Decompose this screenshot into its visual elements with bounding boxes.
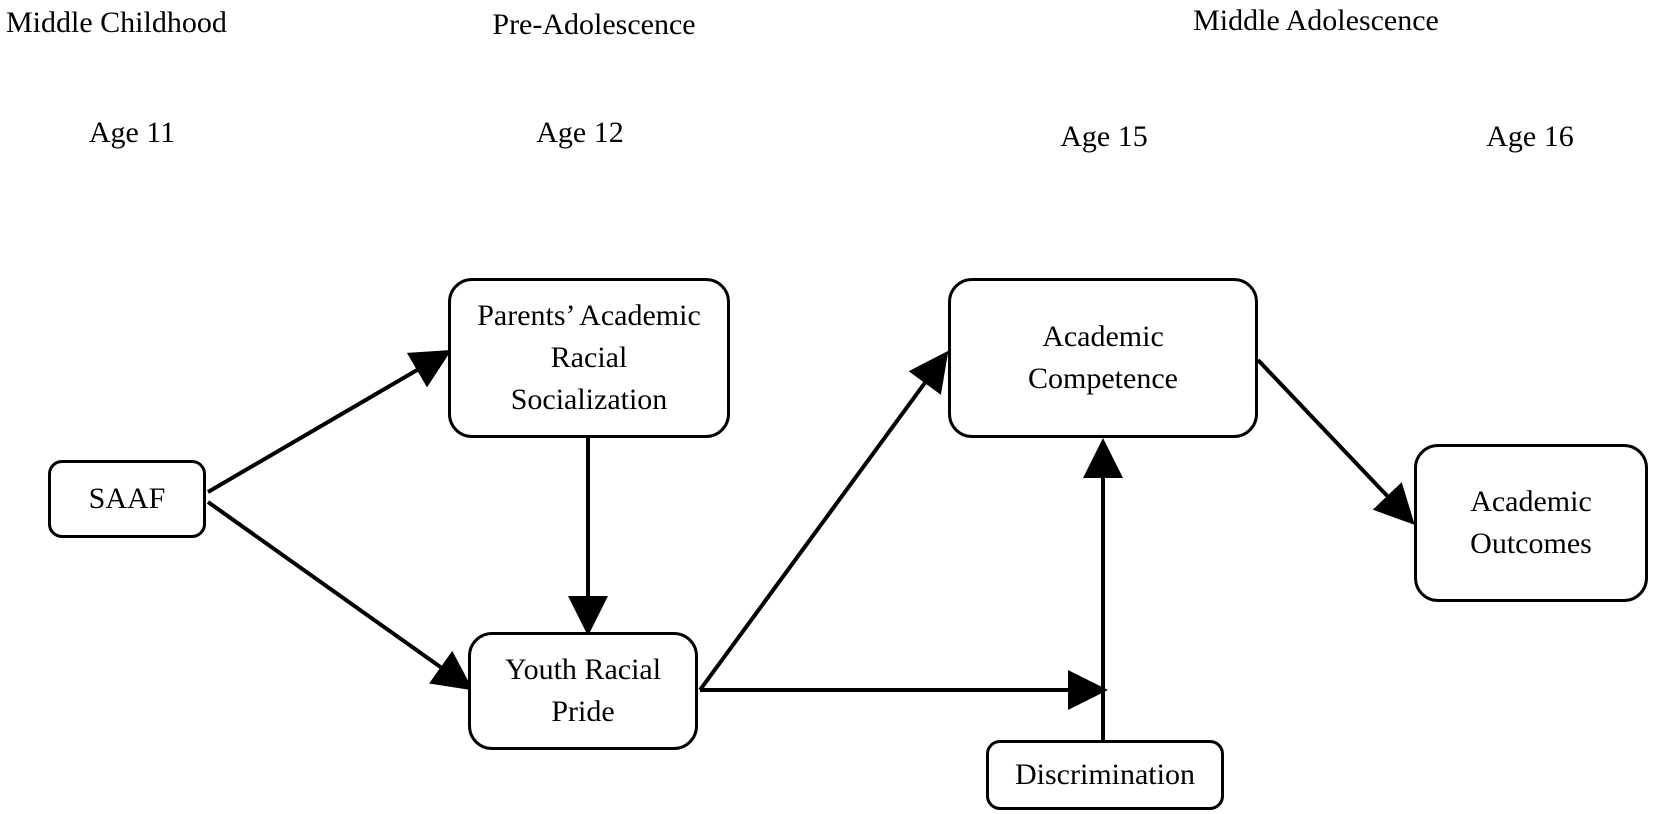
stage-middle-adolescence: Middle Adolescence	[1193, 4, 1439, 37]
age-16-label: Age 16	[1486, 120, 1574, 153]
node-competence-line-1: Academic	[1042, 320, 1164, 353]
age-11-label: Age 11	[88, 116, 176, 149]
stage-middle-childhood: Middle Childhood	[6, 6, 227, 39]
arrow-youth-to-competence	[698, 350, 949, 692]
node-academic-outcomes: Academic Outcomes	[1414, 444, 1648, 602]
node-parents-line-2: Racial	[550, 341, 628, 374]
node-parents-line-3: Socialization	[510, 383, 668, 416]
node-competence-line-2: Competence	[1028, 362, 1178, 395]
node-discrimination-line-1: Discrimination	[1015, 758, 1195, 791]
node-discrimination: Discrimination	[986, 740, 1224, 810]
node-parents-academic-racial-socialization: Parents’ Academic Racial Socialization	[448, 278, 730, 438]
node-youth-line-1: Youth Racial	[504, 653, 662, 686]
age-15-label: Age 15	[1060, 120, 1148, 153]
node-academic-competence: Academic Competence	[948, 278, 1258, 438]
arrow-saaf-to-parents	[206, 349, 452, 494]
node-outcomes-line-1: Academic	[1470, 485, 1592, 518]
node-parents-line-1: Parents’ Academic	[477, 299, 701, 332]
node-youth-line-2: Pride	[551, 695, 615, 728]
node-outcomes-line-2: Outcomes	[1470, 527, 1592, 560]
node-youth-racial-pride: Youth Racial Pride	[468, 632, 698, 750]
node-saaf-line-1: SAAF	[88, 482, 166, 515]
arrow-competence-to-outcomes	[1256, 358, 1415, 525]
stage-pre-adolescence: Pre-Adolescence	[492, 8, 696, 41]
arrow-saaf-to-youth	[206, 500, 474, 691]
age-12-label: Age 12	[536, 116, 624, 149]
node-saaf: SAAF	[48, 460, 206, 538]
